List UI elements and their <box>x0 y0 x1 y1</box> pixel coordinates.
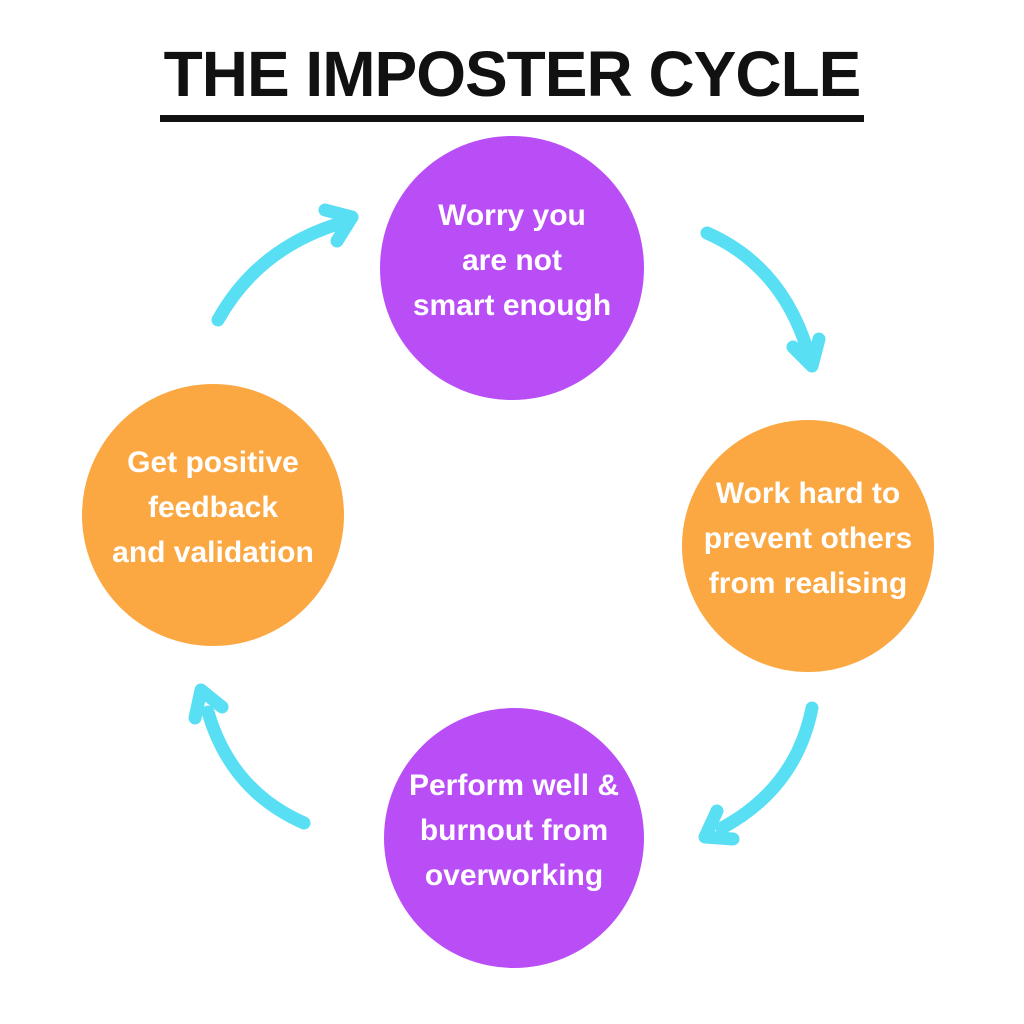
cycle-step-label: Get positive feedback and validation <box>112 440 314 575</box>
cycle-step-label: Perform well & burnout from overworking <box>409 763 619 898</box>
title-container: THE IMPOSTER CYCLE <box>0 42 1024 122</box>
cycle-step-worry-not-smart-enough: Worry you are not smart enough <box>380 136 644 400</box>
step-line: burnout from <box>419 813 609 847</box>
cycle-step-positive-feedback-validation: Get positive feedback and validation <box>82 384 344 646</box>
page-title: THE IMPOSTER CYCLE <box>159 42 865 122</box>
step-line: Worry you <box>438 198 586 232</box>
step-line: prevent others <box>703 521 913 555</box>
step-line: Perform well & <box>408 768 620 802</box>
cycle-step-perform-well-burnout: Perform well & burnout from overworking <box>384 708 644 968</box>
arrow-left-to-top-icon <box>211 203 359 327</box>
step-line: overworking <box>424 858 604 892</box>
step-line: from realising <box>708 566 908 600</box>
step-line: smart enough <box>412 288 612 322</box>
arrow-bottom-to-left-icon <box>188 683 311 830</box>
arrow-right-to-bottom-icon <box>698 701 819 846</box>
cycle-step-label: Work hard to prevent others from realisi… <box>704 471 912 606</box>
step-line: feedback <box>147 490 279 524</box>
cycle-step-label: Worry you are not smart enough <box>413 193 611 328</box>
step-line: and validation <box>112 535 314 569</box>
cycle-step-work-hard-prevent-others: Work hard to prevent others from realisi… <box>682 420 934 672</box>
arrow-top-to-right-icon <box>700 226 826 373</box>
step-line: Get positive <box>127 445 299 479</box>
step-line: are not <box>461 243 562 277</box>
step-line: Work hard to <box>715 476 901 510</box>
